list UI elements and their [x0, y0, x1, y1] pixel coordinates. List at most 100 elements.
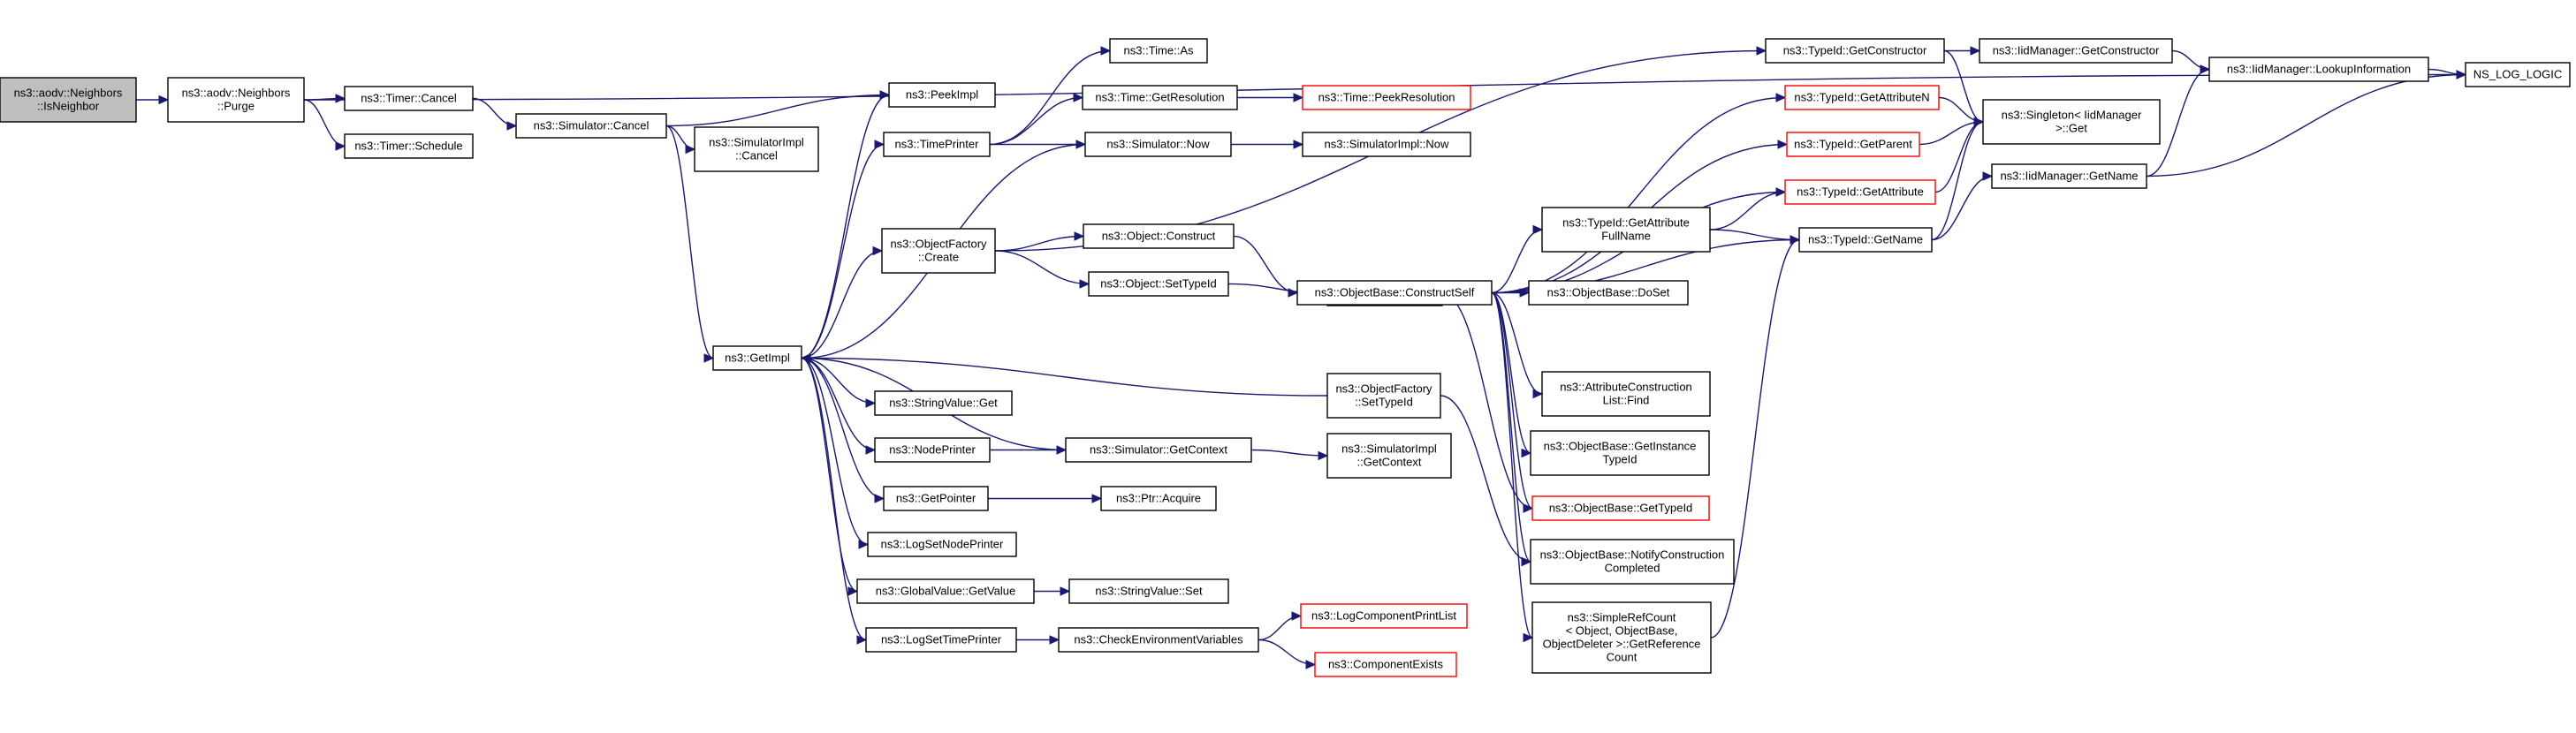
node-label: ::IsNeighbor [37, 100, 100, 113]
node-simplerefcount_getreferencecount[interactable]: ns3::SimpleRefCount< Object, ObjectBase,… [1531, 601, 1712, 674]
node-simimpl_cancel[interactable]: ns3::SimulatorImpl::Cancel [694, 126, 819, 172]
node-nodeprinter[interactable]: ns3::NodePrinter [874, 437, 991, 463]
node-componentexists[interactable]: ns3::ComponentExists [1314, 652, 1457, 677]
node-getimpl[interactable]: ns3::GetImpl [712, 345, 802, 371]
node-label: ns3::Timer::Cancel [361, 92, 457, 105]
node-objbase_doset[interactable]: ns3::ObjectBase::DoSet [1528, 280, 1689, 306]
node-box [1300, 603, 1468, 629]
node-purge[interactable]: ns3::aodv::Neighbors::Purge [167, 77, 305, 123]
node-label: ns3::ObjectFactory [1335, 382, 1432, 396]
node-iidmanager_getconstructor[interactable]: ns3::IidManager::GetConstructor [1979, 38, 2173, 64]
edge-objbase_constructself-to-typeid_getattributefullname [1491, 224, 1544, 294]
node-label: ns3::TypeId::GetParent [1794, 138, 1912, 151]
node-label: ns3::SimulatorImpl::Now [1325, 138, 1449, 151]
node-label: ns3::NodePrinter [889, 443, 976, 457]
edge-objfactory_create-to-object_construct [994, 231, 1085, 252]
node-stringvalue_set[interactable]: ns3::StringValue::Set [1068, 578, 1229, 604]
node-getpointer[interactable]: ns3::GetPointer [883, 486, 989, 511]
node-objbase_gettypeid[interactable]: ns3::ObjectBase::GetTypeId [1531, 495, 1710, 521]
node-label: ns3::IidManager::LookupInformation [2227, 63, 2411, 76]
node-timer_cancel[interactable]: ns3::Timer::Cancel [344, 86, 474, 111]
node-label: ns3::ObjectBase::DoSet [1547, 286, 1670, 299]
node-label: ns3::aodv::Neighbors [182, 87, 291, 100]
node-ns_log_logic[interactable]: NS_LOG_LOGIC [2465, 62, 2571, 87]
node-objfactory_settypeid[interactable]: ns3::ObjectFactory::SetTypeId [1326, 373, 1441, 419]
node-typeid_getattributen[interactable]: ns3::TypeId::GetAttributeN [1784, 85, 1940, 110]
edge-isneighbor-to-purge [136, 94, 170, 105]
node-label: NS_LOG_LOGIC [2473, 68, 2562, 81]
node-ptr_acquire[interactable]: ns3::Ptr::Acquire [1100, 486, 1217, 511]
node-sim_now[interactable]: ns3::Simulator::Now [1084, 132, 1232, 157]
edge-globalvalue_getvalue-to-stringvalue_set [1033, 586, 1071, 596]
node-label: ns3::GetPointer [896, 492, 976, 505]
node-box [1302, 85, 1471, 110]
node-typeid_getparent[interactable]: ns3::TypeId::GetParent [1786, 132, 1920, 157]
edge-objbase_constructself-to-objbase_notifyconstructioncompleted [1491, 291, 1532, 567]
node-sim_getcontext[interactable]: ns3::Simulator::GetContext [1065, 437, 1252, 463]
edge-iidmanager_getname-to-iidmanager_lookupinformation [2146, 64, 2211, 178]
node-label: Count [1607, 651, 1638, 664]
node-label: ns3::SimpleRefCount [1568, 611, 1676, 624]
edge-objbase_constructself-to-attrconstructionlist_find [1491, 291, 1544, 399]
node-logcomponentprintlist[interactable]: ns3::LogComponentPrintList [1300, 603, 1468, 629]
node-simimpl_getcontext[interactable]: ns3::SimulatorImpl::GetContext [1326, 433, 1452, 479]
node-label: ns3::Time::As [1124, 44, 1194, 57]
node-typeid_getconstructor[interactable]: ns3::TypeId::GetConstructor [1765, 38, 1945, 64]
node-time_peekresolution[interactable]: ns3::Time::PeekResolution [1302, 85, 1471, 110]
node-label: ns3::ObjectBase::NotifyConstruction [1540, 548, 1725, 562]
node-label: ::GetContext [1357, 456, 1422, 469]
node-label: ns3::ObjectFactory [890, 238, 987, 251]
node-logsettimeprinter[interactable]: ns3::LogSetTimePrinter [865, 627, 1017, 653]
node-label: ns3::Object::Construct [1102, 230, 1216, 243]
edge-sim_now-to-simimpl_now [1231, 140, 1304, 149]
node-globalvalue_getvalue[interactable]: ns3::GlobalValue::GetValue [856, 578, 1035, 604]
node-box [1065, 437, 1252, 463]
node-sim_cancel[interactable]: ns3::Simulator::Cancel [515, 113, 667, 139]
node-box [883, 132, 991, 157]
edge-simplerefcount_getreferencecount-to-typeid_getname [1710, 235, 1801, 639]
edge-typeid_getname-to-iidmanager_getname [1931, 171, 1994, 241]
node-typeid_getname[interactable]: ns3::TypeId::GetName [1798, 227, 1933, 253]
edge-getimpl-to-logsetnodeprinter [801, 357, 870, 549]
edge-sim_cancel-to-getimpl [665, 125, 715, 363]
node-timeprinter[interactable]: ns3::TimePrinter [883, 132, 991, 157]
node-box [1530, 539, 1735, 585]
node-box [1084, 132, 1232, 157]
node-objbase_constructself[interactable]: ns3::ObjectBase::ConstructSelf [1296, 280, 1493, 306]
node-stringvalue_get[interactable]: ns3::StringValue::Get [874, 390, 1013, 416]
node-objfactory_create[interactable]: ns3::ObjectFactory::Create [881, 228, 996, 274]
node-time_getresolution[interactable]: ns3::Time::GetResolution [1082, 85, 1238, 110]
node-isneighbor[interactable]: ns3::aodv::Neighbors::IsNeighbor [0, 77, 137, 123]
node-label: ns3::Ptr::Acquire [1116, 492, 1201, 505]
node-logsetnodeprinter[interactable]: ns3::LogSetNodePrinter [867, 532, 1017, 557]
node-iidmanager_getname[interactable]: ns3::IidManager::GetName [1991, 163, 2147, 189]
node-peekimpl[interactable]: ns3::PeekImpl [888, 82, 996, 108]
node-typeid_getattribute[interactable]: ns3::TypeId::GetAttribute [1784, 179, 1936, 205]
edge-typeid_getattribute-to-singleton_get [1934, 117, 1985, 193]
edge-object_construct-to-objbase_constructself [1233, 235, 1299, 298]
node-label: ns3::ComponentExists [1328, 658, 1444, 671]
edge-getimpl-to-timeprinter [801, 140, 885, 359]
node-object_settypeid[interactable]: ns3::Object::SetTypeId [1088, 271, 1229, 297]
node-box [1979, 38, 2173, 64]
node-checkenv[interactable]: ns3::CheckEnvironmentVariables [1058, 627, 1259, 653]
node-singleton_get[interactable]: ns3::Singleton< IidManager>::Get [1982, 99, 2161, 145]
node-time_as[interactable]: ns3::Time::As [1109, 38, 1208, 64]
node-box [1314, 652, 1457, 677]
edge-timeprinter-to-time_getresolution [989, 93, 1084, 146]
node-label: Completed [1605, 562, 1660, 575]
node-iidmanager_lookupinformation[interactable]: ns3::IidManager::LookupInformation [2208, 57, 2429, 82]
node-object_construct[interactable]: ns3::Object::Construct [1083, 223, 1235, 249]
node-label: ns3::IidManager::GetConstructor [1993, 44, 2160, 57]
function-nodes: ns3::aodv::Neighbors::IsNeighborns3::aod… [0, 38, 2571, 677]
node-label: ns3::Object::SetTypeId [1100, 277, 1217, 291]
node-objbase_notifyconstructioncompleted[interactable]: ns3::ObjectBase::NotifyConstructionCompl… [1530, 539, 1735, 585]
node-box [874, 437, 991, 463]
node-simimpl_now[interactable]: ns3::SimulatorImpl::Now [1302, 132, 1471, 157]
node-label: ns3::AttributeConstruction [1560, 381, 1692, 394]
edge-logsettimeprinter-to-checkenv [1016, 635, 1060, 645]
node-timer_schedule[interactable]: ns3::Timer::Schedule [344, 133, 474, 159]
